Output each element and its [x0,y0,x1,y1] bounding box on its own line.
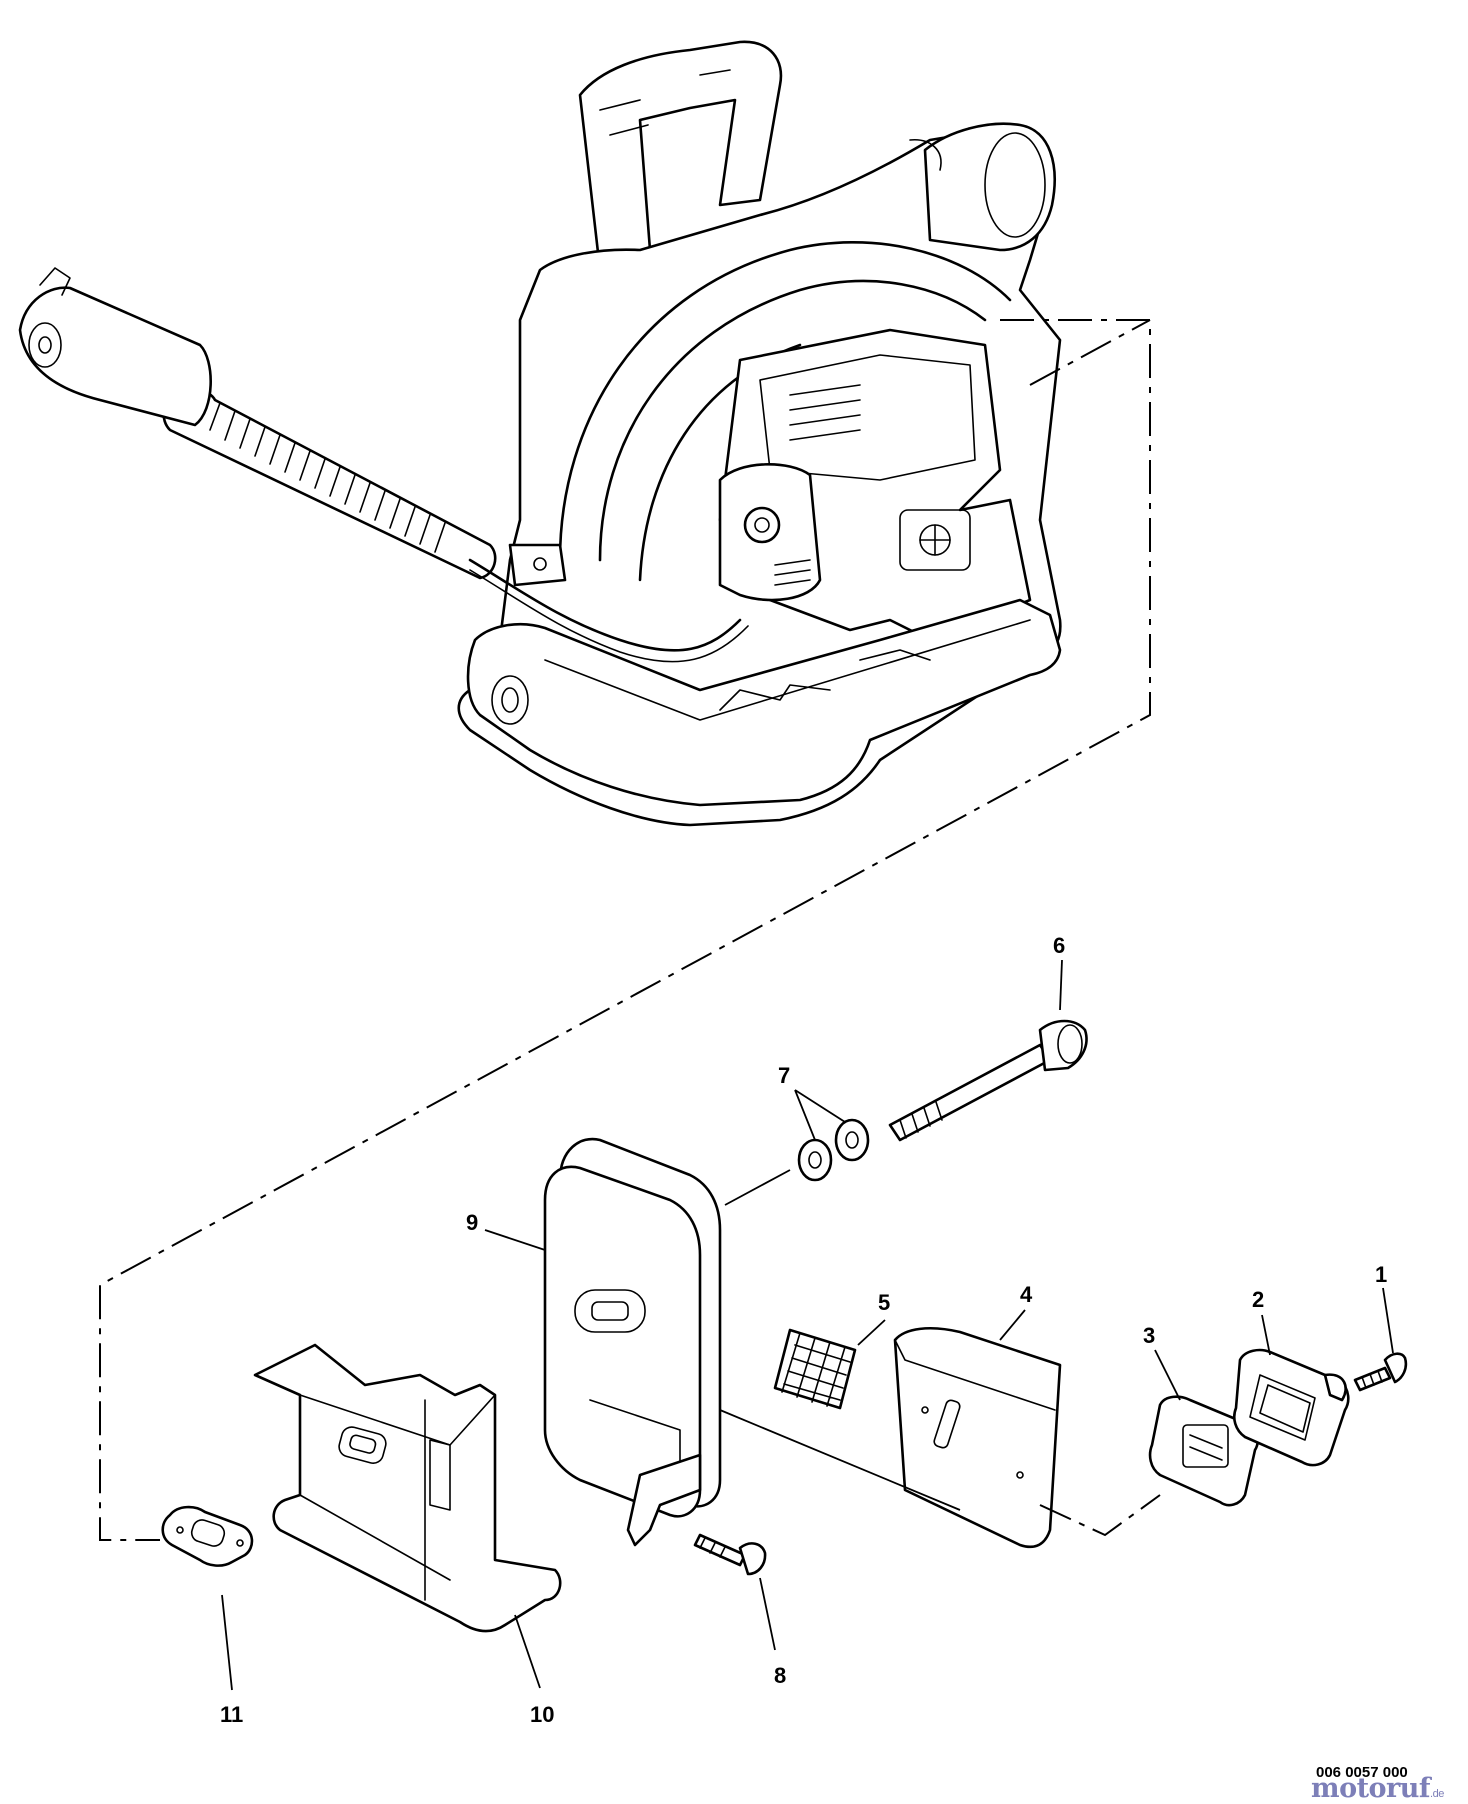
callout-4: 4 [1020,1282,1033,1307]
leader-lines [221,959,1394,1691]
spark-arrestor-plate [1233,1348,1350,1467]
callout-3: 3 [1143,1323,1155,1348]
callout-1: 1 [1375,1262,1387,1287]
callout-7: 7 [778,1063,790,1088]
heat-shield [253,1343,562,1633]
watermark-brand: motoruf [1311,1773,1431,1804]
callout-8: 8 [774,1663,786,1688]
gasket-exhaust [161,1505,254,1567]
backpack-blower-unit [18,40,1062,827]
screw-small [1353,1352,1408,1392]
gasket-small [1148,1395,1260,1507]
watermark-logo: motoruf.de [1311,1773,1444,1804]
bolt-medium [693,1533,767,1576]
muffler-cover [893,1326,1062,1549]
watermark-tld: .de [1430,1788,1444,1800]
callout-10: 10 [530,1702,554,1727]
washers [797,1118,870,1182]
callout-labels: 6 7 9 5 4 3 2 1 11 10 8 [220,933,1387,1727]
drawing-code: 006 0057 000 [1316,1764,1408,1781]
callout-6: 6 [1053,933,1065,958]
muffler [543,1137,722,1547]
callout-2: 2 [1252,1287,1264,1312]
spark-screen [773,1328,857,1410]
callout-11: 11 [220,1702,243,1727]
group-boundary-dashed [99,319,1151,1541]
assembly-lines [719,1169,1161,1537]
long-bolt [888,1019,1088,1142]
callout-5: 5 [878,1290,890,1315]
callout-9: 9 [466,1210,478,1235]
